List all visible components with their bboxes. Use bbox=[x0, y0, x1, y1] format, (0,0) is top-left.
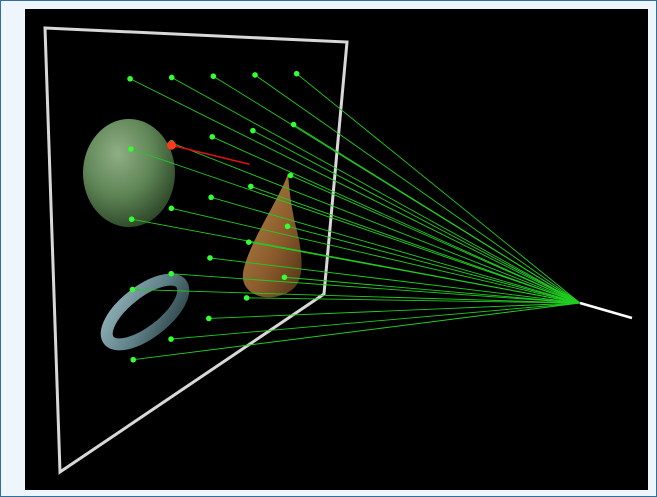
ray-line bbox=[171, 207, 581, 304]
hit-ray bbox=[166, 140, 250, 166]
ray-line bbox=[250, 185, 581, 304]
image-plane bbox=[43, 26, 349, 475]
ray-line bbox=[209, 257, 581, 304]
sample-point bbox=[210, 73, 217, 80]
ray-line bbox=[296, 73, 581, 304]
teardrop-object bbox=[242, 173, 302, 298]
camera-eye bbox=[579, 301, 633, 320]
torus-object bbox=[100, 273, 190, 351]
ray-line bbox=[130, 148, 581, 304]
ray-line bbox=[171, 77, 581, 304]
ray-line bbox=[246, 297, 581, 304]
sample-point bbox=[168, 205, 175, 212]
sample-point bbox=[209, 133, 216, 140]
camera-axis-line bbox=[579, 301, 633, 320]
sample-point bbox=[127, 75, 133, 82]
rays bbox=[129, 73, 581, 361]
ray-line bbox=[293, 124, 581, 304]
sample-point bbox=[252, 72, 258, 78]
ray-casting-scene bbox=[43, 26, 633, 475]
sample-point bbox=[208, 194, 214, 201]
ray-line bbox=[254, 74, 581, 304]
ray-line bbox=[210, 196, 581, 304]
ray-line bbox=[284, 276, 581, 304]
sample-point bbox=[243, 295, 250, 301]
sample-point bbox=[287, 172, 294, 179]
sample-point bbox=[290, 121, 297, 128]
sample-point bbox=[168, 74, 175, 81]
ray-line bbox=[252, 130, 581, 304]
3d-viewport[interactable] bbox=[25, 9, 648, 490]
sample-point bbox=[207, 255, 213, 261]
hit-ray-line bbox=[171, 144, 250, 166]
ray-line bbox=[132, 289, 581, 304]
ray-line bbox=[290, 175, 581, 304]
image-plane-frame bbox=[43, 26, 349, 475]
sample-point bbox=[281, 274, 288, 281]
hit-point bbox=[166, 140, 176, 150]
ray-line bbox=[248, 241, 581, 304]
ray-line bbox=[133, 302, 581, 361]
sample-point bbox=[245, 239, 252, 245]
ray-line bbox=[171, 273, 581, 304]
sample-point bbox=[130, 356, 137, 363]
scene-objects bbox=[83, 119, 302, 351]
sample-point bbox=[250, 127, 256, 134]
ray-line bbox=[208, 302, 581, 319]
sample-point bbox=[168, 270, 175, 277]
ray-line bbox=[129, 78, 581, 304]
ray-line bbox=[287, 225, 581, 304]
ray-line bbox=[171, 142, 581, 304]
sample-point bbox=[128, 146, 134, 152]
sample-point bbox=[168, 336, 174, 342]
sample-point bbox=[129, 286, 136, 293]
sample-point bbox=[284, 223, 291, 230]
ray-line bbox=[212, 136, 581, 304]
sphere-object bbox=[83, 119, 175, 227]
sample-point bbox=[248, 183, 254, 190]
sample-point bbox=[206, 315, 212, 322]
ray-line bbox=[170, 302, 581, 340]
sample-point bbox=[293, 70, 300, 77]
sample-point bbox=[128, 216, 135, 223]
